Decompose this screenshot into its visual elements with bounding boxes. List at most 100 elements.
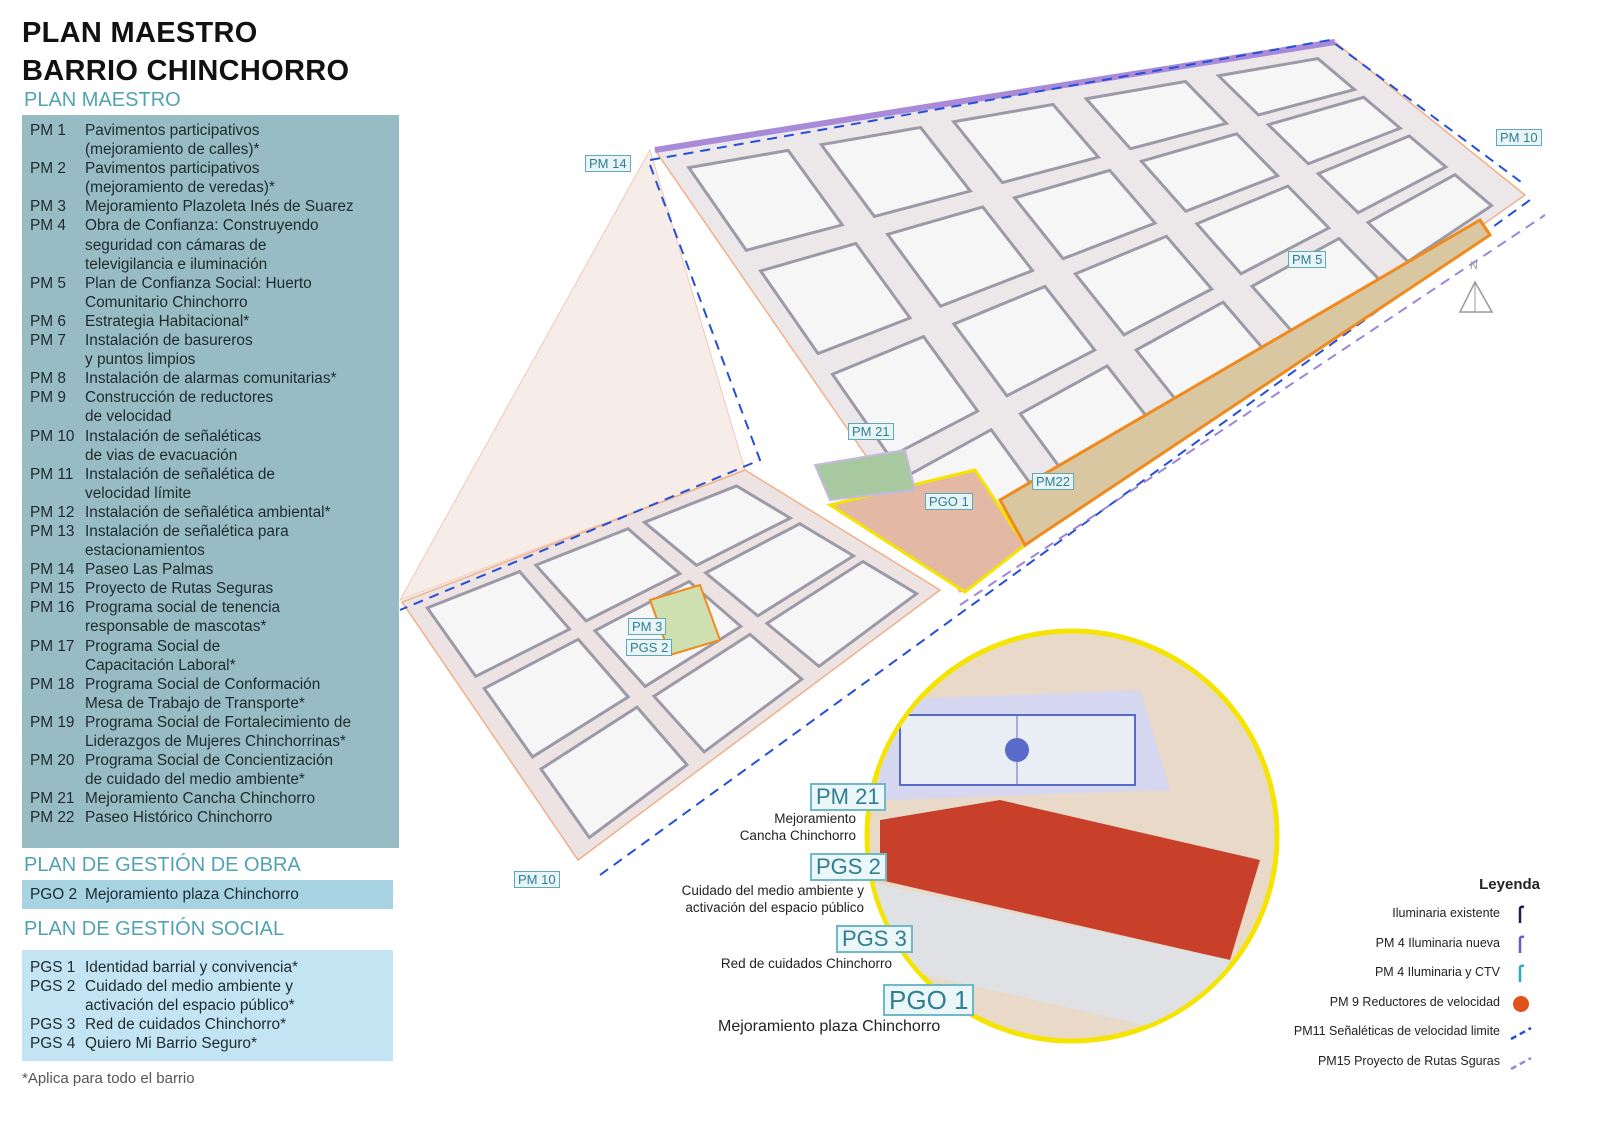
- item-text: Quiero Mi Barrio Seguro*: [85, 1035, 257, 1053]
- map-tag-pm22: PM22: [1032, 473, 1074, 490]
- city-block: [764, 559, 920, 669]
- item-text: Mejoramiento Plazoleta Inés de Suarez: [85, 198, 354, 216]
- streetlight-icon: [1518, 905, 1525, 923]
- item-code: PM 8: [30, 370, 66, 388]
- speed-bump-icon: [1513, 995, 1529, 1012]
- city-block: [1138, 132, 1281, 214]
- city-block: [641, 484, 794, 568]
- city-block: [818, 125, 973, 219]
- legend-label: PM 9 Reductores de velocidad: [1329, 994, 1500, 1009]
- city-block: [686, 148, 845, 252]
- city-block: [1215, 56, 1358, 117]
- item-code: PGS 2: [30, 978, 76, 996]
- item-text: Pavimentos participativos (mejoramiento …: [85, 160, 275, 197]
- zoom-projection: [398, 148, 746, 601]
- list-item: PM 19 Programa Social de Fortalecimiento …: [30, 713, 399, 751]
- legend-title: Leyenda: [1479, 876, 1540, 893]
- item-code: PM 10: [30, 427, 75, 445]
- item-code: PM 18: [30, 675, 75, 693]
- item-text: Plan de Confianza Social: Huerto Comunit…: [85, 274, 312, 311]
- dashed-line-icon: [1510, 1056, 1532, 1070]
- city-block: [1315, 134, 1449, 215]
- city-block: [1265, 95, 1404, 166]
- item-code: PM 6: [30, 312, 66, 330]
- speed-sign-line: [399, 164, 762, 611]
- legend-item: PM 4 Iluminaria y CTV: [1294, 962, 1540, 992]
- item-text: Instalación de señalética de velocidad l…: [85, 465, 275, 502]
- item-text: Mejoramiento Cancha Chinchorro: [85, 790, 316, 808]
- inset-caption-pm21: Mejoramiento Cancha Chinchorro: [739, 811, 856, 843]
- item-code: PM 19: [30, 713, 75, 731]
- item-text: Paseo Histórico Chinchorro: [85, 809, 273, 827]
- map-tag-pm5: PM 5: [1288, 251, 1327, 268]
- item-text: Instalación de señaléticas de vias de ev…: [85, 427, 262, 464]
- item-text: Pavimentos participativos (mejoramiento …: [85, 122, 260, 159]
- item-text: Proyecto de Rutas Seguras: [85, 580, 274, 598]
- list-item: PM 21 Mejoramiento Cancha Chinchorro: [30, 789, 399, 808]
- item-code: PM 17: [30, 637, 75, 655]
- legend-item: PM11 Señaléticas de velocidad limite: [1294, 1021, 1540, 1051]
- city-block: [425, 569, 572, 679]
- inset-caption-pgs3: Red de cuidados Chinchorro: [720, 956, 892, 971]
- list-item: PM 11 Instalación de señalética de veloci…: [30, 465, 399, 503]
- item-code: PGS 3: [30, 1016, 76, 1034]
- legend: Leyenda Iluminaria existente PM 4 Ilumina…: [1294, 876, 1540, 1080]
- map-tag-pm21: PM 21: [848, 423, 894, 440]
- pm22-paseo: [997, 217, 1493, 548]
- section-title-pgs: PLAN DE GESTIÓN SOCIAL: [24, 918, 285, 940]
- item-code: PM 11: [30, 465, 74, 483]
- city-block: [758, 241, 913, 356]
- item-code: PM 3: [30, 198, 66, 216]
- streetlight-icon: [1518, 935, 1525, 953]
- dashed-line-icon: [1510, 1026, 1532, 1041]
- map-tag-pgo1: PGO 1: [925, 493, 973, 510]
- map-tag-pm10: PM 10: [1496, 129, 1542, 146]
- item-code: PM 5: [30, 274, 66, 292]
- item-code: PM 14: [30, 561, 75, 579]
- list-item: PGS 1 Identidad barrial y convivencia*: [30, 958, 393, 977]
- city-block: [533, 527, 683, 623]
- item-code: PGS 1: [30, 959, 76, 976]
- legend-item: PM15 Proyecto de Rutas Sguras: [1294, 1051, 1540, 1081]
- item-code: PM 9: [30, 389, 66, 407]
- section-title-pm: PLAN MAESTRO: [24, 89, 181, 111]
- item-code: PM 12: [30, 503, 75, 521]
- page-title: PLAN MAESTRO BARRIO CHINCHORRO: [22, 17, 350, 87]
- inset-tag-pgo1: PGO 1: [883, 984, 975, 1016]
- map-tag-pgs2: PGS 2: [626, 639, 673, 656]
- city-block: [651, 632, 805, 754]
- item-text: Instalación de señalética ambiental*: [85, 503, 331, 521]
- inset-caption-pgs2: Cuidado del medio ambiente y activación …: [681, 883, 864, 915]
- item-code: PM 21: [30, 790, 75, 808]
- legend-item: Iluminaria existente: [1294, 903, 1540, 933]
- legend-label: PM15 Proyecto de Rutas Sguras: [1317, 1053, 1500, 1068]
- map-tag-pm10: PM 10: [514, 871, 560, 888]
- map-tag-pm14: PM 14: [585, 155, 631, 172]
- pm21-court: [813, 448, 917, 502]
- item-code: PM 16: [30, 599, 75, 617]
- item-code: PM 1: [30, 122, 66, 139]
- city-block: [1083, 79, 1230, 151]
- city-block: [482, 637, 631, 759]
- item-code: PGO 2: [30, 886, 78, 903]
- inset-tag-pgs2: PGS 2: [810, 853, 887, 881]
- pm3-plazoleta: [648, 583, 722, 657]
- item-code: PM 4: [30, 217, 66, 235]
- item-text: Construcción de reductores de velocidad: [85, 389, 274, 426]
- item-text: Identidad barrial y convivencia*: [85, 959, 299, 976]
- pm-list: PM 1 Pavimentos participativos (mejoramie…: [22, 115, 399, 848]
- city-block: [1365, 172, 1495, 264]
- list-item: PM 1 Pavimentos participativos (mejoramie…: [30, 121, 399, 159]
- item-text: Programa Social de Fortalecimiento de Li…: [85, 713, 352, 750]
